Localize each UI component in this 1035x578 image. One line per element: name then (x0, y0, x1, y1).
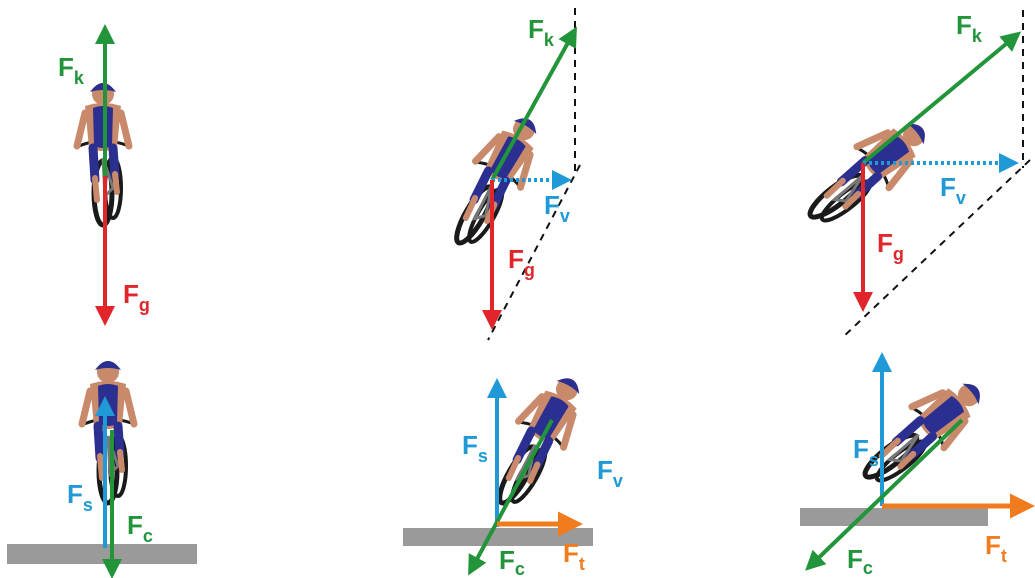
panel-top-middle: Fk Fv Fg (436, 8, 581, 341)
contact-force-label: Fc (127, 510, 153, 546)
combined-force-arrow (490, 26, 577, 181)
contact-force-label: Fc (499, 545, 525, 578)
cyclist-figure-icon (795, 108, 939, 236)
gravity-force-label: Fg (877, 228, 904, 264)
ground-surface (7, 544, 197, 564)
lateral-force-label: Fv (940, 172, 966, 208)
contact-force-label: Fc (847, 544, 873, 578)
panel-top-right: Fk Fv Fg (795, 10, 1031, 339)
guide-line (487, 164, 581, 341)
panel-bottom-right: Fs Fc Ft (800, 352, 1035, 578)
combined-force-label: Fk (528, 14, 555, 50)
ground-surface (403, 528, 593, 546)
support-force-label: Fs (67, 479, 93, 515)
panel-bottom-left: Fs Fc (7, 361, 197, 578)
gravity-force-label: Fg (123, 279, 150, 315)
support-force-label: Fs (853, 434, 879, 470)
gravity-force-label: Fg (508, 244, 535, 280)
panel-bottom-middle: Fs Fv Fc Ft (403, 367, 623, 578)
friction-force-label: Ft (985, 530, 1007, 566)
combined-force-label: Fk (956, 10, 983, 46)
friction-force-label: Ft (563, 538, 585, 574)
contact-force-arrow (805, 418, 964, 571)
lateral-force-label: Fv (597, 455, 623, 491)
contact-force-arrow (468, 419, 554, 576)
cyclist-figure-icon (82, 361, 134, 503)
combined-force-label: Fk (58, 52, 85, 88)
guide-line (841, 159, 1031, 339)
ground-surface (800, 508, 988, 526)
panel-top-left: Fk Fg (58, 24, 150, 326)
support-force-label: Fs (462, 430, 488, 466)
lateral-force-label: Fv (544, 190, 570, 226)
combined-force-arrow (861, 31, 1022, 165)
cyclist-figure-icon (850, 368, 994, 496)
